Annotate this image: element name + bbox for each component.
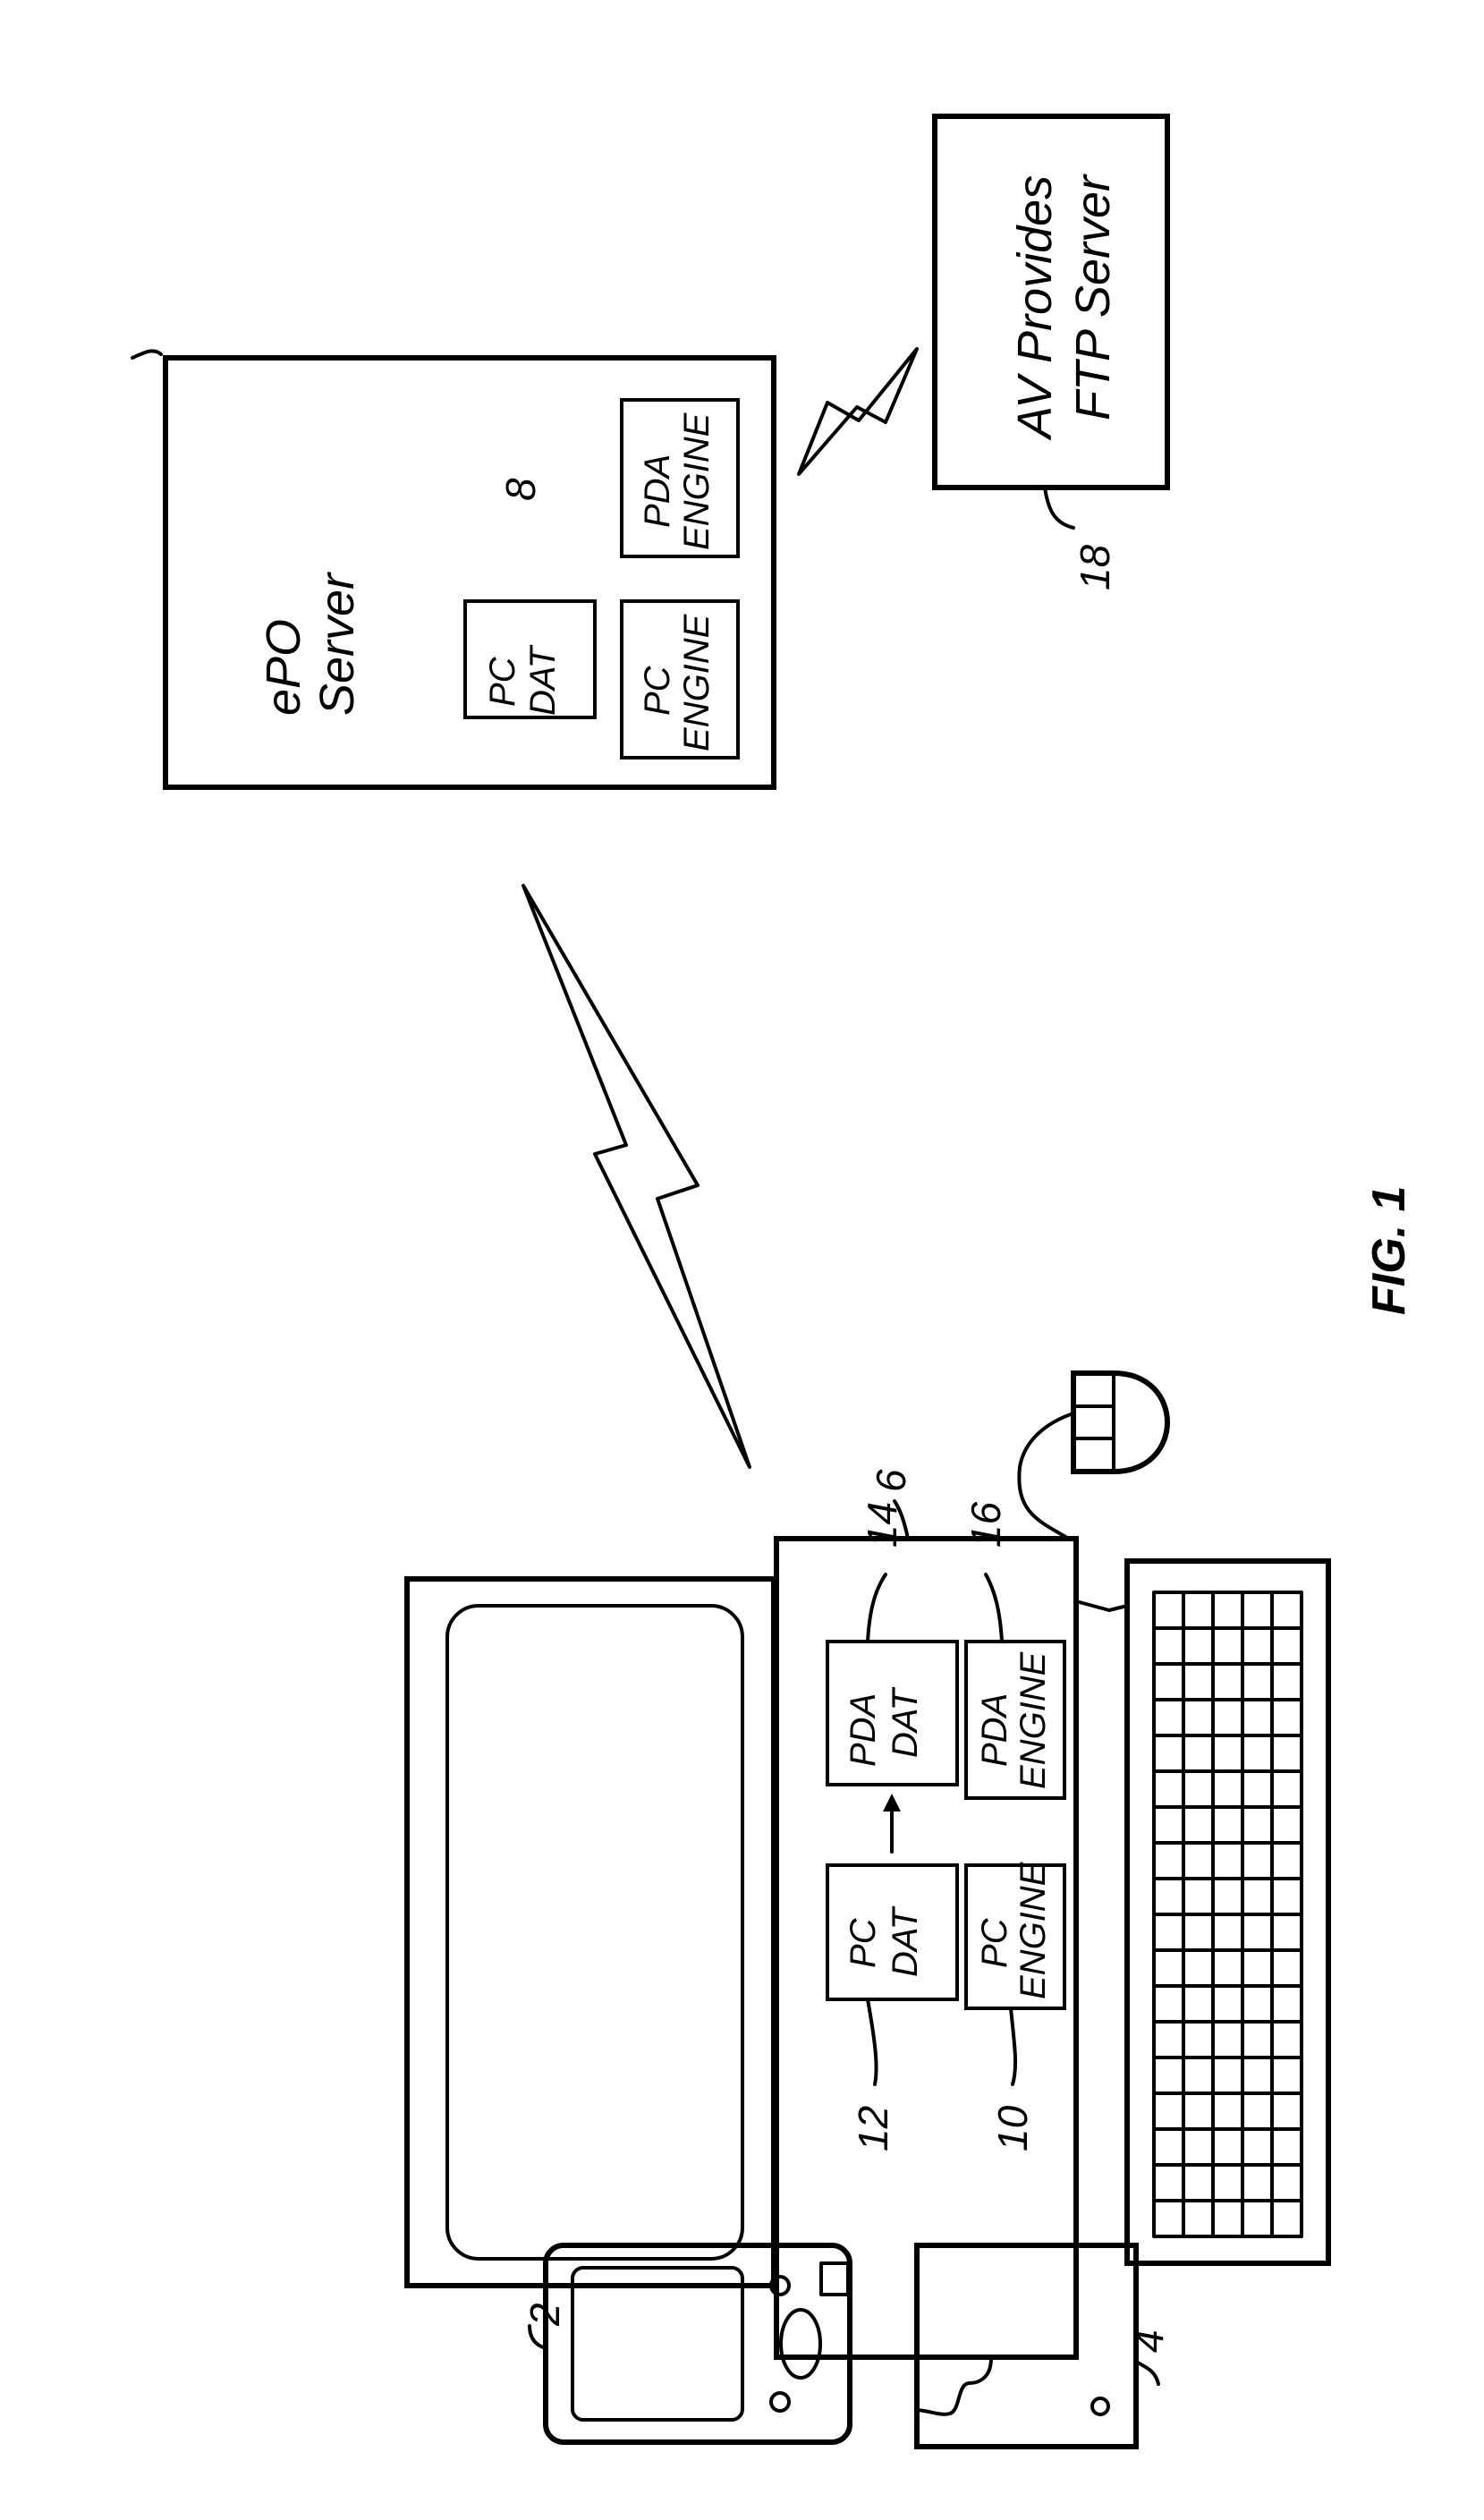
ref-2-label: 2 (522, 2303, 568, 2327)
computer-pda-engine-box: PDA ENGINE (966, 1642, 1064, 1798)
cradle-body (917, 2245, 1136, 2447)
ref-12-label: 12 (850, 2106, 896, 2151)
computer-pda-engine-line1: PDA (975, 1693, 1014, 1767)
ref-12-leader (868, 1999, 877, 2084)
computer-pda-engine-line2: ENGINE (1013, 1650, 1053, 1789)
monitor-frame (407, 1579, 774, 2286)
cradle-led (1092, 2398, 1108, 2414)
pda-navpad (781, 2310, 820, 2378)
ref-8-leader (132, 351, 161, 358)
mouse-body (1073, 1373, 1167, 1472)
epo-pda-engine-box: PDA ENGINE (622, 400, 738, 556)
keyboard-cable (1076, 1601, 1127, 1610)
ref-10-label: 10 (989, 2105, 1036, 2151)
keyboard (1076, 1561, 1328, 2263)
pda-cradle: 4 (917, 2245, 1172, 2447)
computer-pda-dat-line2: DAT (886, 1686, 925, 1758)
computer-to-cradle-link (917, 2358, 991, 2414)
computer-pda-dat-box: PDA DAT (827, 1642, 957, 1785)
pda-device: 2 (522, 2245, 850, 2442)
figure-caption: FIG. 1 (1363, 1186, 1415, 1315)
computer-pc-engine-line1: PC (975, 1917, 1014, 1968)
ref-8-label: 8 (497, 478, 544, 501)
epo-pc-dat-box: PC DAT (465, 601, 595, 717)
lightning-bolt-upper-icon (799, 349, 917, 474)
epo-server-label-line2: Server (310, 572, 364, 716)
av-ftp-server-label-line1: AV Provides (1008, 175, 1062, 441)
pda-body (546, 2245, 850, 2442)
ref-6-label: 6 (868, 1469, 914, 1492)
av-ftp-server: AV Provides FTP Server 18 (935, 116, 1167, 590)
ref-14-leader (868, 1574, 886, 1642)
ref-18-label: 18 (1072, 544, 1118, 590)
epo-server: 8 ePO Server PC DAT PC ENGINE PDA ENGINE (132, 351, 774, 787)
computer: PC DAT PC ENGINE PDA DAT PDA ENGINE 6 14 (407, 1469, 1076, 2357)
dat-transfer-arrow-head (883, 1794, 901, 1812)
epo-pda-engine-line2: ENGINE (677, 412, 717, 550)
ref-10-leader (1011, 2008, 1015, 2084)
ref-4-leader (1136, 2362, 1158, 2384)
pda-button-2 (771, 2393, 789, 2411)
computer-pc-dat-line2: DAT (886, 1905, 925, 1977)
pda-screen (572, 2268, 742, 2420)
av-ftp-server-label-line2: FTP Server (1066, 174, 1120, 420)
computer-pc-engine-line2: ENGINE (1013, 1861, 1053, 1999)
epo-pc-engine-box: PC ENGINE (622, 601, 738, 758)
epo-pc-engine-line1: PC (638, 665, 677, 716)
epo-pc-dat-line1: PC (483, 656, 522, 707)
ref-4-label: 4 (1125, 2329, 1172, 2353)
power-button (821, 2263, 848, 2295)
ref-18-leader (1045, 488, 1073, 528)
computer-pc-dat-line1: PC (844, 1917, 883, 1968)
epo-pc-dat-line2: DAT (523, 644, 563, 716)
mouse-icon (1019, 1373, 1167, 1539)
mouse-cable (1019, 1413, 1073, 1539)
computer-pda-dat-line1: PDA (844, 1693, 883, 1767)
computer-pc-dat-box: PC DAT (827, 1865, 957, 1999)
epo-pc-engine-line2: ENGINE (677, 613, 717, 751)
keyboard-frame (1127, 1561, 1328, 2263)
epo-pda-engine-line1: PDA (638, 454, 677, 528)
monitor-screen (447, 1606, 742, 2259)
computer-pc-engine-box: PC ENGINE (966, 1861, 1064, 2008)
ref-16-leader (986, 1574, 1002, 1642)
ref-16-label: 16 (962, 1501, 1009, 1548)
lightning-bolt-lower-icon (523, 886, 750, 1467)
keyboard-key-grid (1154, 1592, 1302, 2236)
epo-server-label-line1: ePO (257, 619, 310, 716)
ref-14-label: 14 (859, 1502, 905, 1548)
